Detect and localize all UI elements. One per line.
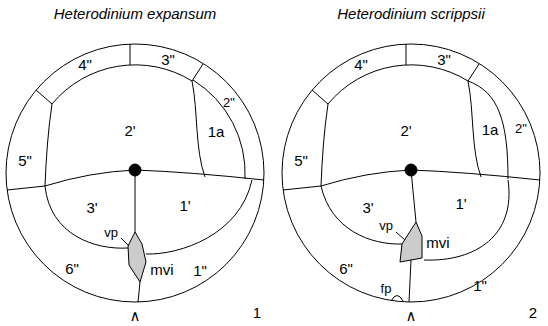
species-heading: Heterodinium scrippsii [337, 6, 485, 21]
scrippsii-figure [282, 44, 540, 302]
plate-label: 1" [473, 278, 487, 293]
plate-label: vp [104, 226, 118, 239]
plate-label: 4" [354, 57, 368, 72]
plate-label: 1a [208, 124, 225, 139]
plate-label: 2' [400, 123, 411, 138]
plate-label: 1" [193, 263, 207, 278]
plate-label: 1a [482, 122, 499, 137]
plate-label: 2" [223, 96, 235, 109]
plate-label: 1' [179, 198, 190, 213]
figure-number: 2 [529, 305, 537, 320]
suture-mark: ∧ [130, 308, 141, 323]
suture-mark: ∧ [406, 308, 417, 323]
plate-label: 6" [339, 261, 353, 276]
plate-label: mvi [150, 262, 173, 277]
plate-label: 2' [124, 123, 135, 138]
plate-label: 5" [18, 153, 32, 168]
species-heading: Heterodinium expansum [54, 6, 217, 21]
plate-label: 3" [161, 52, 175, 67]
plate-label: 4" [78, 57, 92, 72]
plate-label: 2" [515, 122, 527, 135]
plate-label: vp [379, 219, 393, 232]
plate-label: 3" [437, 52, 451, 67]
plate-label: mvi [426, 235, 449, 250]
plate-label: 3' [86, 200, 97, 215]
plate-label: fp [381, 282, 392, 295]
plate-label: 5" [294, 153, 308, 168]
expansum-figure [6, 44, 264, 302]
plate-label: 3' [362, 200, 373, 215]
plate-label: 1' [455, 196, 466, 211]
figure-number: 1 [253, 305, 261, 320]
plate-label: 6" [65, 261, 79, 276]
